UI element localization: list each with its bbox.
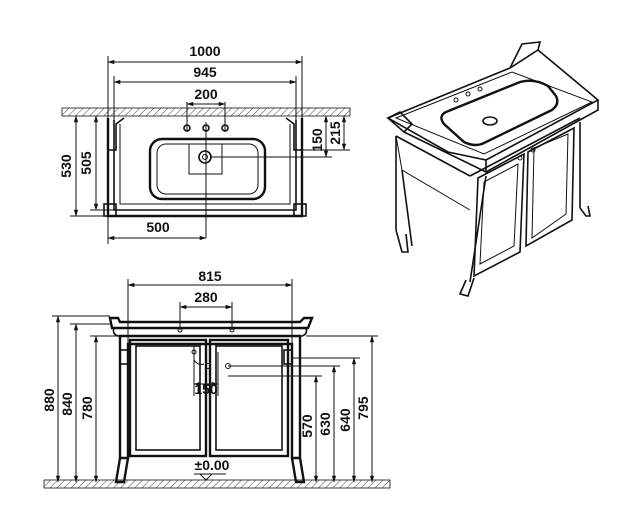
dim-530-label: 530 (58, 154, 74, 178)
dim-200-label: 200 (194, 86, 218, 102)
dim-500: 500 (107, 216, 207, 244)
dim-150-front-label: 150 (194, 381, 218, 397)
isometric-view (386, 41, 600, 297)
dim-1000-label: 1000 (189, 43, 220, 59)
dim-780-label: 780 (79, 396, 95, 420)
dim-640: 640 (292, 357, 360, 483)
dim-640-label: 640 (337, 408, 353, 432)
iso-door-left (473, 152, 525, 278)
dim-530: 530 (58, 115, 108, 217)
dim-200: 200 (186, 86, 226, 107)
dim-215: 215 (302, 115, 350, 151)
dim-780: 780 (79, 335, 118, 483)
dim-505-label: 505 (78, 151, 94, 175)
dim-630-label: 630 (317, 412, 333, 436)
front-countertop (108, 316, 314, 330)
iso-bowl (440, 79, 559, 147)
floor-level-marker: ±0.00 (194, 457, 230, 481)
dim-945: 945 (113, 64, 297, 120)
dim-815-label: 815 (198, 268, 222, 284)
dim-570-label: 570 (299, 414, 315, 438)
wall-hatch (61, 107, 351, 117)
dim-840-label: 840 (59, 392, 75, 416)
dim-815: 815 (127, 268, 293, 344)
dim-795: 795 (306, 335, 378, 483)
dim-150-top-label: 150 (309, 128, 325, 152)
dim-150-top: 150 (210, 115, 332, 158)
dim-840: 840 (59, 323, 112, 483)
dim-880-label: 880 (41, 388, 57, 412)
dim-570: 570 (228, 375, 322, 483)
top-view: 1000 945 200 530 505 500 (58, 43, 351, 244)
iso-door-right (525, 126, 575, 248)
dim-795-label: 795 (355, 396, 371, 420)
dim-500-label: 500 (146, 219, 170, 235)
dim-215-label: 215 (327, 121, 343, 145)
dim-280-label: 280 (194, 289, 218, 305)
front-view: 815 280 150 880 840 (41, 268, 391, 489)
top-tap-holes (183, 102, 229, 238)
dim-505: 505 (78, 115, 114, 211)
iso-top-surface (386, 49, 600, 161)
front-door-right (208, 338, 290, 458)
dim-150-front: 150 (193, 352, 219, 397)
dim-280: 280 (179, 289, 233, 330)
top-bowl (148, 137, 267, 201)
dim-945-label: 945 (193, 64, 217, 80)
dim-1000: 1000 (107, 43, 303, 118)
front-door-left (128, 338, 208, 458)
iso-legs (395, 169, 591, 297)
floor-level-label: ±0.00 (195, 457, 230, 473)
top-basin-outline (103, 117, 307, 218)
floor-hatch (43, 479, 391, 489)
dim-630: 630 (228, 365, 340, 483)
dim-880: 880 (41, 315, 110, 483)
